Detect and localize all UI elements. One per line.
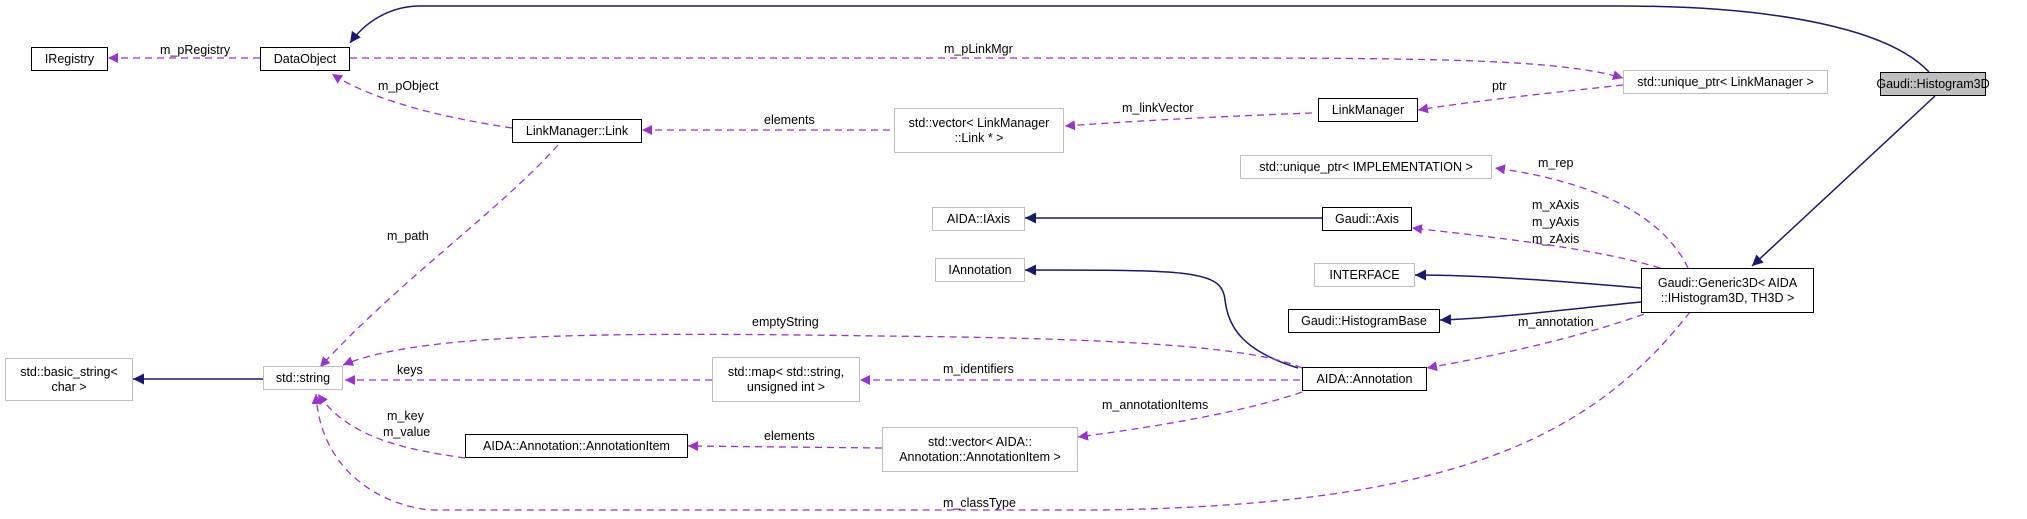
edge-histogram3d-to-generic3d	[1751, 95, 1936, 267]
label-m-linkvector: m_linkVector	[1122, 101, 1194, 115]
edge-m-key-value	[317, 393, 466, 459]
edge-m-annotation	[1426, 309, 1656, 372]
node-dataobject[interactable]: DataObject	[260, 47, 350, 71]
node-unique-ptr-linkmanager[interactable]: std::unique_ptr< LinkManager >	[1623, 70, 1828, 94]
label-m-zaxis: m_zAxis	[1532, 232, 1579, 246]
node-linkmanager[interactable]: LinkManager	[1318, 98, 1418, 122]
edge-m-classtype	[311, 311, 1691, 511]
edge-elements-annitem	[687, 441, 883, 452]
node-vector-link[interactable]: std::vector< LinkManager ::Link * >	[894, 108, 1064, 153]
edge-annotation-to-iannotation	[1024, 264, 1299, 369]
label-m-annotation: m_annotation	[1518, 315, 1594, 329]
label-m-classtype: m_classType	[943, 496, 1016, 510]
label-m-path: m_path	[387, 229, 429, 243]
edge-ptr	[1417, 84, 1624, 114]
label-elements-annitem: elements	[764, 429, 815, 443]
node-aida-iaxis[interactable]: AIDA::IAxis	[932, 207, 1025, 231]
label-ptr: ptr	[1492, 79, 1507, 93]
label-m-identifiers: m_identifiers	[943, 362, 1014, 376]
node-aida-annotationitem[interactable]: AIDA::Annotation::AnnotationItem	[465, 434, 688, 458]
edge-emptystring	[342, 333, 1303, 369]
edge-m-rep	[1494, 164, 1689, 269]
node-iregistry[interactable]: IRegistry	[31, 47, 108, 71]
label-elements-link: elements	[764, 113, 815, 127]
node-std-map[interactable]: std::map< std::string, unsigned int >	[712, 357, 860, 402]
label-m-xaxis: m_xAxis	[1532, 198, 1579, 212]
node-aida-annotation[interactable]: AIDA::Annotation	[1302, 367, 1427, 391]
edge-histogram3d-to-dataobject	[349, 5, 1930, 73]
node-iannotation[interactable]: IAnnotation	[935, 258, 1025, 282]
label-m-pobject: m_pObject	[378, 79, 439, 93]
node-vector-annotationitem[interactable]: std::vector< AIDA:: Annotation::Annotati…	[882, 427, 1078, 472]
label-m-value: m_value	[383, 425, 430, 439]
label-m-annotationitems: m_annotationItems	[1102, 398, 1208, 412]
edge-generic3d-to-interface	[1414, 269, 1642, 289]
label-m-rep: m_rep	[1538, 156, 1573, 170]
label-keys: keys	[397, 363, 423, 377]
node-unique-ptr-implementation[interactable]: std::unique_ptr< IMPLEMENTATION >	[1240, 155, 1492, 179]
edge-m-annotationitems	[1077, 391, 1303, 441]
node-gaudi-generic3d[interactable]: Gaudi::Generic3D< AIDA ::IHistogram3D, T…	[1641, 268, 1814, 313]
edge-m-plinkmgr	[350, 57, 1624, 81]
label-m-yaxis: m_yAxis	[1532, 215, 1579, 229]
node-gaudi-axis[interactable]: Gaudi::Axis	[1322, 207, 1412, 231]
edge-generic3d-to-histogrambase	[1439, 301, 1642, 326]
node-std-basic-string[interactable]: std::basic_string< char >	[5, 358, 133, 401]
edge-m-path	[319, 144, 559, 368]
label-m-plinkmgr: m_pLinkMgr	[944, 42, 1013, 56]
edge-m-xyzaxis	[1411, 224, 1661, 269]
node-interface[interactable]: INTERFACE	[1314, 263, 1415, 287]
node-linkmanager-link[interactable]: LinkManager::Link	[512, 119, 642, 143]
node-gaudi-histogrambase[interactable]: Gaudi::HistogramBase	[1288, 309, 1440, 333]
label-m-pregistry: m_pRegistry	[160, 43, 231, 57]
node-std-string[interactable]: std::string	[263, 366, 343, 390]
node-gaudi-histogram3d[interactable]: Gaudi::Histogram3D	[1876, 72, 1990, 96]
label-m-key: m_key	[387, 409, 425, 423]
edge-m-linkvector	[1064, 112, 1313, 131]
label-emptystring: emptyString	[752, 315, 819, 329]
